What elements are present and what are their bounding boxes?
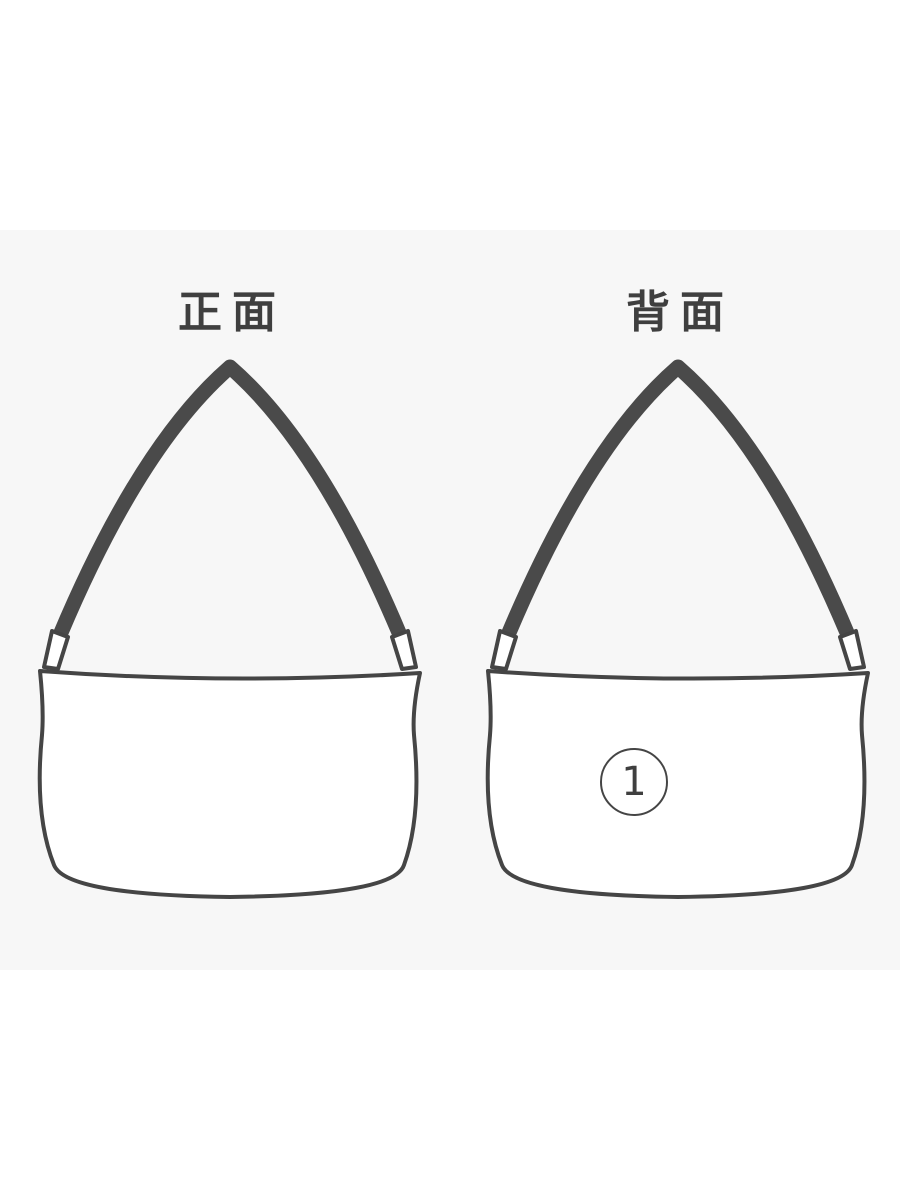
back-view-label: 背面 <box>626 287 734 338</box>
front-bag-drawing <box>37 359 422 899</box>
back-bag-drawing <box>485 359 870 899</box>
left-strap-clip <box>490 629 518 671</box>
left-strap-clip <box>42 629 70 671</box>
bag-strap <box>500 359 856 643</box>
front-view-label: 正面 <box>178 287 286 338</box>
bag-body <box>37 669 422 899</box>
right-strap-clip <box>390 629 418 671</box>
back-marker-number: 1 <box>621 759 647 805</box>
back-marker-circle <box>600 748 668 816</box>
bag-body <box>485 669 870 899</box>
right-strap-clip <box>838 629 866 671</box>
bag-strap <box>52 359 408 643</box>
